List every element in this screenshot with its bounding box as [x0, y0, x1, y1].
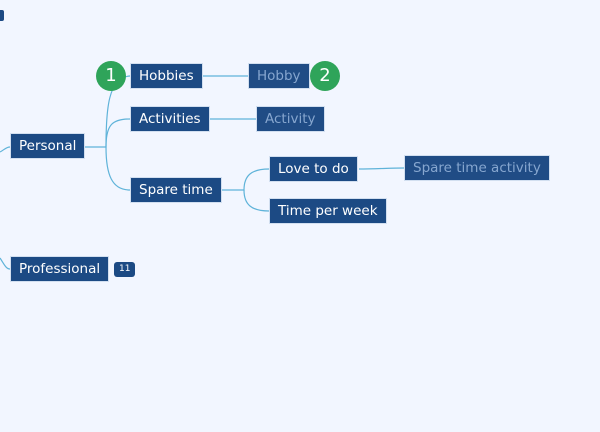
- node-hobbies[interactable]: Hobbies: [130, 63, 203, 89]
- node-activities[interactable]: Activities: [130, 106, 210, 132]
- node-time-per-week-label: Time per week: [278, 203, 378, 219]
- node-professional[interactable]: Professional: [10, 256, 110, 282]
- node-personal[interactable]: Personal: [10, 133, 86, 159]
- connector-personal-spare-time: [105, 146, 131, 191]
- connector-personal-activities: [105, 118, 131, 148]
- node-love-to-do-label: Love to do: [278, 161, 349, 177]
- collapsed-node-marker[interactable]: [0, 10, 4, 21]
- connector-spare-time-per-week: [243, 189, 270, 212]
- collapsed-children-count-badge[interactable]: 11: [114, 262, 136, 277]
- node-love-to-do[interactable]: Love to do: [269, 156, 358, 182]
- node-professional-label: Professional: [19, 261, 101, 277]
- node-hobby-label: Hobby: [257, 68, 301, 84]
- connector-root-personal: [0, 146, 11, 153]
- node-hobbies-label: Hobbies: [139, 68, 194, 84]
- node-spare-time-activity[interactable]: Spare time activity: [404, 155, 550, 181]
- node-spare-time-activity-label: Spare time activity: [413, 160, 541, 176]
- connector-spare-love: [222, 168, 270, 191]
- node-activity[interactable]: Activity: [256, 106, 325, 132]
- node-activities-label: Activities: [139, 111, 201, 127]
- connector-love-spare-activity: [358, 167, 405, 170]
- node-personal-label: Personal: [19, 138, 77, 154]
- node-time-per-week[interactable]: Time per week: [269, 198, 387, 224]
- node-activity-label: Activity: [265, 111, 316, 127]
- step-marker-1: 1: [96, 61, 126, 91]
- node-spare-time-label: Spare time: [139, 182, 213, 198]
- step-marker-2: 2: [310, 61, 340, 91]
- node-hobby[interactable]: Hobby: [248, 63, 310, 89]
- connector-root-professional: [0, 257, 11, 270]
- node-spare-time[interactable]: Spare time: [130, 177, 222, 203]
